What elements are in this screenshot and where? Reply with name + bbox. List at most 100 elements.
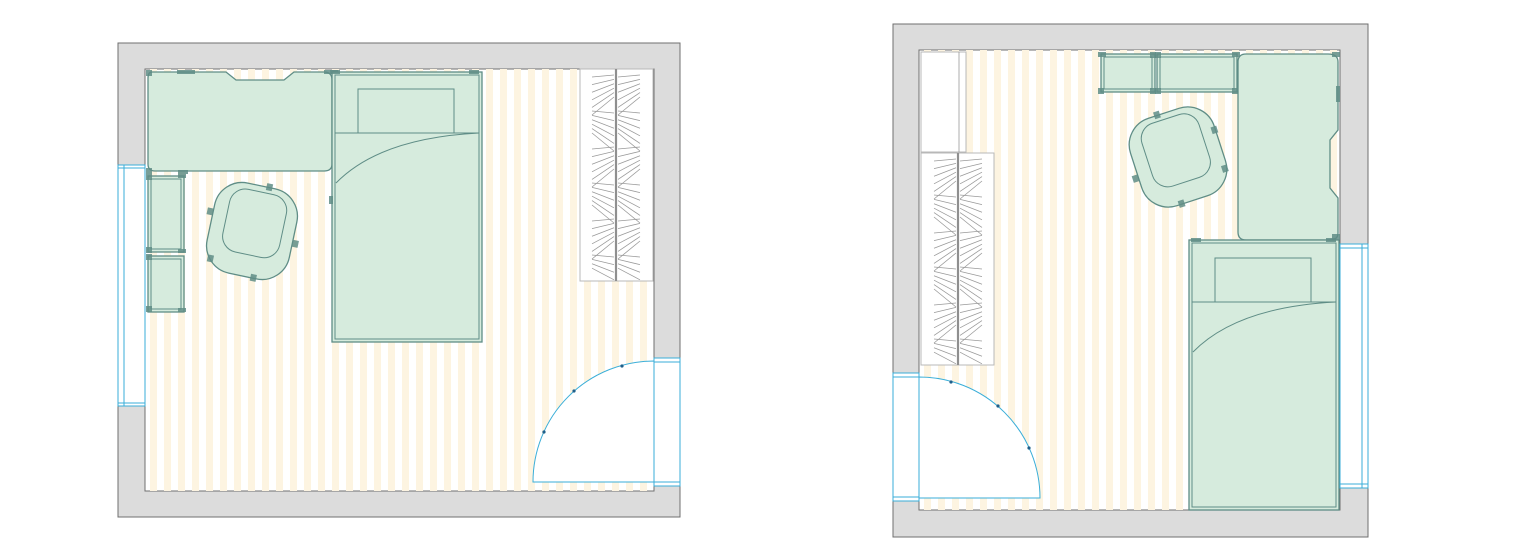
hanger-line <box>933 252 957 272</box>
hanger-line <box>959 207 983 221</box>
hanger-line <box>933 235 957 241</box>
hanger-line <box>591 168 615 188</box>
hanger-line <box>591 110 615 114</box>
hanger-line <box>591 146 615 150</box>
hanger-line <box>959 266 983 270</box>
hanger-line <box>617 168 641 188</box>
hanger-line <box>617 231 641 245</box>
hanger-line <box>591 164 615 180</box>
hanger-line <box>933 203 957 213</box>
door <box>532 357 681 487</box>
hanger-line <box>591 87 615 101</box>
floor-stripe <box>556 69 563 491</box>
hanger-line <box>959 338 983 342</box>
hanger-line <box>591 79 615 85</box>
hanger-line <box>933 248 957 264</box>
hanger-line <box>617 92 641 108</box>
hanger-line <box>959 203 983 213</box>
floor-stripe <box>1106 50 1113 510</box>
hanger-line <box>617 267 641 281</box>
floor-stripe <box>1092 50 1099 510</box>
hanger-line <box>933 199 957 205</box>
hanger-line <box>933 243 957 257</box>
hanger-line <box>959 248 983 264</box>
hanger-line <box>959 180 983 200</box>
hanger-line <box>591 218 615 222</box>
wardrobe <box>579 68 654 282</box>
floor-stripe <box>1064 50 1071 510</box>
hanger-line <box>617 164 641 180</box>
window <box>1339 243 1369 489</box>
hanger-line <box>933 338 957 342</box>
floor-stripe <box>1162 50 1169 510</box>
hanger-line <box>617 254 641 258</box>
floor-stripe <box>528 69 535 491</box>
floor-stripe <box>1050 50 1057 510</box>
hanger-line <box>591 96 615 116</box>
hanger-line <box>959 235 983 241</box>
floor-stripe <box>500 69 507 491</box>
hanger-line <box>959 324 983 344</box>
wardrobe-hangers <box>591 74 641 281</box>
hanger-line <box>933 307 957 313</box>
hanger-line <box>959 275 983 285</box>
hanger-line <box>959 239 983 249</box>
floor-stripe <box>514 69 521 491</box>
hanger-line <box>933 158 957 162</box>
hanger-line <box>959 302 983 306</box>
hanger-line <box>933 324 957 344</box>
hanger-line <box>617 87 641 101</box>
hanger-line <box>591 231 615 245</box>
floor-stripe <box>276 69 283 491</box>
hanger-line <box>591 267 615 281</box>
hanger-line <box>617 146 641 150</box>
hanger-line <box>617 227 641 237</box>
hanger-line <box>617 159 641 173</box>
drawer-unit <box>1098 52 1156 94</box>
office-chair <box>1128 106 1229 208</box>
hanger-line <box>591 254 615 258</box>
hanger-line <box>617 128 641 144</box>
hanger-line <box>591 123 615 137</box>
hanger-line <box>591 259 615 265</box>
hanger-line <box>959 351 983 365</box>
hanger-line <box>933 343 957 349</box>
hanger-line <box>617 110 641 114</box>
pillow <box>357 88 455 134</box>
hanger-line <box>933 320 957 336</box>
hanger-line <box>617 259 641 265</box>
hanger-line <box>959 288 983 308</box>
hanger-line <box>617 182 641 186</box>
hanger-line <box>933 275 957 285</box>
door <box>892 372 1041 502</box>
floor-stripe <box>570 69 577 491</box>
hanger-line <box>617 155 641 165</box>
hanger-line <box>933 302 957 306</box>
hanger-line <box>617 200 641 216</box>
hanger-line <box>617 96 641 116</box>
floor-stripe <box>1148 50 1155 510</box>
desk <box>1237 52 1340 241</box>
floor-stripe <box>192 69 199 491</box>
single-bed <box>329 70 483 343</box>
hanger-line <box>959 243 983 257</box>
hanger-line <box>591 92 615 108</box>
hanger-line <box>959 194 983 198</box>
hanger-line <box>617 195 641 209</box>
hanger-line <box>959 311 983 321</box>
floor-stripe <box>486 69 493 491</box>
hanger-line <box>617 79 641 85</box>
hanger-line <box>933 167 957 177</box>
hanger-line <box>591 74 615 78</box>
hanger-line <box>591 236 615 252</box>
hanger-line <box>933 284 957 300</box>
hanger-line <box>933 163 957 169</box>
hanger-line <box>617 223 641 229</box>
hanger-line <box>591 115 615 121</box>
hanger-line <box>933 216 957 236</box>
hanger-line <box>933 212 957 228</box>
window <box>117 164 146 407</box>
hanger-line <box>591 187 615 193</box>
hanger-line <box>933 176 957 192</box>
